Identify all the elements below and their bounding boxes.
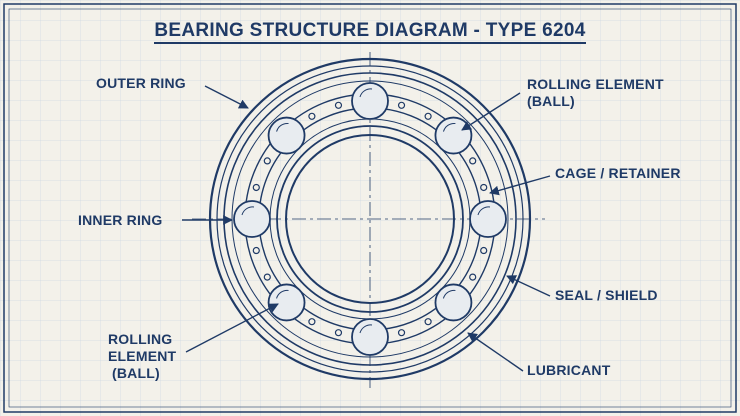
inner-ring-bore <box>285 134 455 304</box>
cage-hole <box>424 318 432 326</box>
cage-hole <box>480 246 488 255</box>
inner-frame <box>8 8 732 408</box>
label-rolling-element-top: ROLLING ELEMENT (BALL) <box>527 76 664 110</box>
outer-frame <box>3 3 737 413</box>
cage-hole <box>397 329 406 337</box>
label-lubricant: LUBRICANT <box>527 362 611 378</box>
label-cage: CAGE / RETAINER <box>555 165 681 181</box>
ball <box>233 200 271 238</box>
label-rolling-element-bottom-line3: (BALL) <box>112 365 160 381</box>
inner-ring-outer-edge <box>276 125 464 313</box>
cage-hole <box>308 318 316 326</box>
cage-hole <box>334 101 343 109</box>
ball <box>434 283 473 322</box>
label-seal: SEAL / SHIELD <box>555 287 658 303</box>
label-inner-ring: INNER RING <box>78 212 163 228</box>
ball <box>469 200 507 238</box>
diagram-title: BEARING STRUCTURE DIAGRAM - TYPE 6204 <box>0 20 740 44</box>
seal-edge <box>216 65 524 373</box>
label-rolling-element-top-line2: (BALL) <box>527 93 575 109</box>
ball <box>267 116 306 155</box>
cage-hole <box>252 246 260 255</box>
leader-rolling-element-bottom <box>185 303 279 353</box>
label-rolling-element-top-line1: ROLLING ELEMENT <box>527 76 664 92</box>
cage-hole <box>308 112 316 120</box>
cage-hole <box>480 183 488 192</box>
cage-hole <box>252 183 260 192</box>
cage-hole <box>334 329 343 337</box>
cage-hole <box>469 157 477 165</box>
cage-hole <box>469 273 477 281</box>
ball <box>434 116 473 155</box>
leader-cage <box>489 175 551 196</box>
ball <box>351 82 389 120</box>
ball <box>351 318 389 356</box>
leader-lubricant <box>467 332 524 372</box>
ball <box>267 283 306 322</box>
leader-seal <box>506 275 551 297</box>
cage-hole <box>397 101 406 109</box>
leader-outer-ring <box>204 85 249 109</box>
label-rolling-element-bottom-line1: ROLLING <box>108 331 173 347</box>
leader-rolling-element-top <box>461 92 521 131</box>
cage-hole <box>424 112 432 120</box>
cage-holes <box>252 101 488 337</box>
label-rolling-element-bottom-line2: ELEMENT <box>108 348 177 364</box>
cage-hole <box>263 157 271 165</box>
leader-lines <box>182 85 551 372</box>
label-rolling-element-bottom: ROLLING ELEMENT (BALL) <box>108 331 176 382</box>
cage-hole <box>263 273 271 281</box>
outer-ring-outer-edge <box>208 57 532 381</box>
label-outer-ring: OUTER RING <box>96 75 186 91</box>
